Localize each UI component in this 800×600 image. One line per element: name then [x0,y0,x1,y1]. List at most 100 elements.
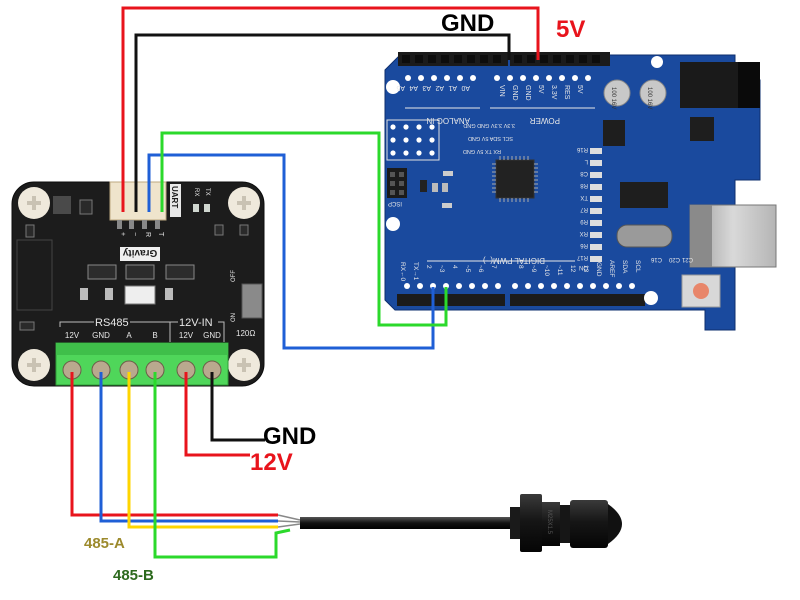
uart-label-box [170,184,181,217]
svg-text:A2: A2 [435,84,444,91]
svg-text:12V: 12V [65,331,80,340]
sensor-cable [300,517,510,529]
power-pin-labels: VIN GND GND 5V 3.3V RES 5V [498,85,583,101]
svg-text:RES: RES [563,85,570,100]
wire-tx-green [160,131,448,327]
svg-text:C8: C8 [580,170,588,176]
digital-pin-labels-high: 8 ~9 ~10 ~11 12 13 GND AREF SDA SCL [517,260,641,277]
module-mounting-screw [18,187,50,219]
svg-text:A4: A4 [409,84,418,91]
svg-text:GND: GND [511,85,518,101]
electrolytic-capacitor: 100 16V [603,79,631,109]
svg-text:TX→1: TX→1 [412,262,419,281]
svg-text:12V: 12V [179,331,194,340]
resistor-labels: R16 L C8 R8 TX R7 R9 RX R6 R17 ON [576,146,588,270]
resistor-120-label: 120Ω [236,329,255,338]
svg-text:T: T [157,232,164,237]
svg-text:B: B [152,331,157,340]
svg-text:100 16V: 100 16V [610,87,616,109]
silk-outline [16,239,53,311]
svg-text:RX: RX [580,230,588,236]
regulator-chip [603,120,625,146]
cable-gland: M25X1.5 [510,494,622,552]
label-485-b: 485-B [113,567,154,584]
svg-text:A5: A5 [396,84,405,91]
svg-text:C20: C20 [668,256,680,262]
svg-text:R7: R7 [580,206,588,212]
uart-label: UART [170,186,179,208]
svg-text:VIN: VIN [498,85,505,97]
digital-pin-labels-low: RX←0 TX→1 2 ~3 4 ~5 ~6 7 [399,262,497,282]
svg-text:4: 4 [451,265,458,269]
svg-text:R16: R16 [576,146,588,152]
gravity-logo: Gravity [122,247,157,258]
arduino-uno-board: A5 A4 A3 A2 A1 A0 VIN GND GND 5V 3.3V RE… [384,52,777,331]
svg-text:A: A [126,331,132,340]
svg-text:GND: GND [524,85,531,101]
wires [70,6,540,559]
terminal-labels: 12V GND A B 12V GND [65,331,221,340]
digital-pwm-label: DIGITAL PWM(~) [483,256,545,265]
atmega-mcu-chip [492,156,538,202]
smd-components-left [420,171,453,208]
inductor [53,196,71,214]
svg-text:2: 2 [425,265,432,269]
wire-5v-red [121,6,540,212]
svg-text:TX: TX [204,188,210,196]
led-labels: RX TX [193,188,210,196]
crystal-oscillator [616,224,673,248]
module-mounting-screw [228,187,260,219]
svg-text:A0: A0 [461,84,470,91]
icsp-label: ISCP [388,200,402,206]
svg-text:TX: TX [580,194,588,200]
smd-components-module [19,224,249,331]
svg-text:SCL: SCL [634,260,641,273]
bottom-right-labels: C16 C20 C21 [650,256,693,262]
label-mid-12v: 12V [250,449,293,476]
analog-in-label: ANALOG IN [426,116,470,125]
termination-switch[interactable] [241,283,263,319]
module-mounting-screw [18,349,50,381]
mounting-hole [644,291,658,305]
gland-marking: M25X1.5 [546,510,552,535]
electrolytic-capacitor: 100 16V [639,79,667,109]
svg-text:5V: 5V [537,85,544,94]
svg-text:SCL SDA 5V GND: SCL SDA 5V GND [468,135,513,141]
svg-text:7: 7 [490,265,497,269]
label-mid-gnd: GND [263,423,316,450]
wire-gnd-in-black [210,372,265,442]
analog-power-header-left [398,52,508,66]
top-header-pins [402,55,600,63]
analog-pin-labels: A5 A4 A3 A2 A1 A0 [396,84,470,91]
svg-text:−: − [131,232,138,236]
label-top-5v: 5V [556,16,585,43]
mounting-hole [651,56,663,68]
svg-text:~5: ~5 [464,265,471,273]
svg-text:GND: GND [203,331,221,340]
svg-text:+: + [119,232,126,236]
label-top-gnd: GND [441,10,494,37]
label-485-a: 485-A [84,535,125,552]
svg-text:A3: A3 [422,84,431,91]
power-label: POWER [530,116,560,125]
wire-rs485-b-green [153,372,291,559]
svg-text:13: 13 [582,265,589,273]
svg-text:R8: R8 [580,182,588,188]
usb-serial-chip [620,182,668,208]
svg-text:R17: R17 [576,254,588,260]
svg-text:~10: ~10 [543,265,550,276]
reset-button-cap[interactable] [693,283,709,299]
rs485-uart-module: + − R T UART RX TX Gravity [11,181,265,387]
uart-pin-labels: + − R T [119,232,164,237]
wire-rx-blue [147,153,435,350]
svg-text:3.3V: 3.3V [550,85,557,100]
svg-text:12: 12 [569,265,576,273]
svg-text:100 16V: 100 16V [646,87,652,109]
wire-12v-in-red [184,372,250,457]
svg-text:5V: 5V [576,85,583,94]
svg-text:ON: ON [579,264,588,270]
module-mounting-screw [228,349,260,381]
wire-gnd-black [134,33,511,212]
wire-rs485-gnd-blue [99,372,278,523]
